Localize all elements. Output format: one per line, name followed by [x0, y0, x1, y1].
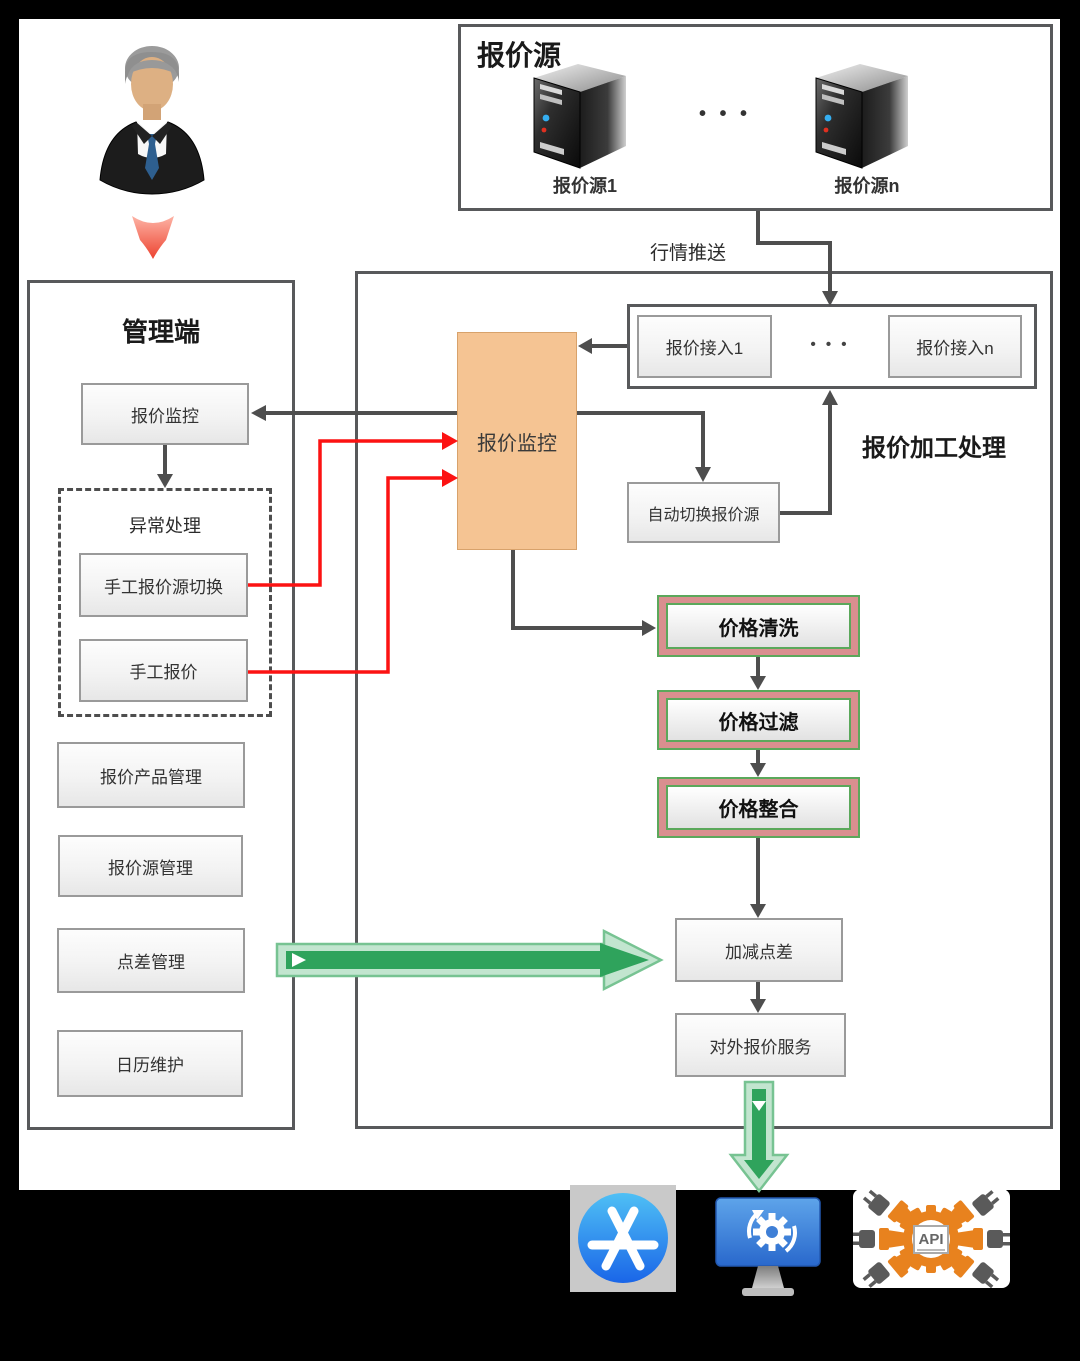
monitor-gear-icon: [714, 1196, 822, 1298]
source-mgmt-box: 报价源管理: [58, 835, 243, 897]
exception-group-label: 异常处理: [129, 516, 201, 536]
server-icon-1: [528, 58, 632, 172]
price-merge-box: 价格整合: [657, 777, 860, 838]
price-clean-box: 价格清洗: [657, 595, 860, 657]
processing-panel-title: 报价加工处理: [862, 435, 1006, 462]
auto-switch-box: 自动切换报价源: [627, 482, 780, 543]
quote-access-n-box: 报价接入n: [888, 315, 1022, 378]
admin-panel-title: 管理端: [121, 317, 200, 347]
server-icon-n: [810, 58, 914, 172]
access-ellipsis: • • •: [810, 336, 850, 353]
source-ellipsis: • • •: [698, 103, 752, 125]
price-merge-label: 价格整合: [666, 785, 851, 830]
price-clean-label: 价格清洗: [666, 603, 851, 649]
calendar-maint-box: 日历维护: [57, 1030, 243, 1097]
admin-quote-monitor-box: 报价监控: [81, 383, 249, 445]
product-mgmt-box: 报价产品管理: [57, 742, 245, 808]
price-filter-label: 价格过滤: [666, 698, 851, 742]
proc-quote-monitor-box: 报价监控: [457, 332, 577, 550]
manual-source-switch-box: 手工报价源切换: [79, 553, 248, 617]
spread-apply-box: 加减点差: [675, 918, 843, 982]
market-push-label: 行情推送: [650, 243, 727, 264]
server-1-label: 报价源1: [552, 176, 617, 196]
app-store-icon: [570, 1185, 676, 1292]
red-down-arrow-icon: [128, 212, 178, 262]
quote-access-1-box: 报价接入1: [637, 315, 772, 378]
api-gray-plugs: [853, 1189, 1010, 1288]
external-service-box: 对外报价服务: [675, 1013, 846, 1077]
manual-quote-box: 手工报价: [79, 639, 248, 702]
api-icon-text: API: [918, 1231, 943, 1248]
quote-source-panel-title: 报价源: [477, 40, 562, 71]
api-plug-icon: API: [853, 1189, 1010, 1288]
price-filter-box: 价格过滤: [657, 690, 860, 750]
spread-mgmt-box: 点差管理: [57, 928, 245, 993]
server-n-label: 报价源n: [834, 176, 900, 196]
manager-avatar-icon: [92, 38, 212, 196]
